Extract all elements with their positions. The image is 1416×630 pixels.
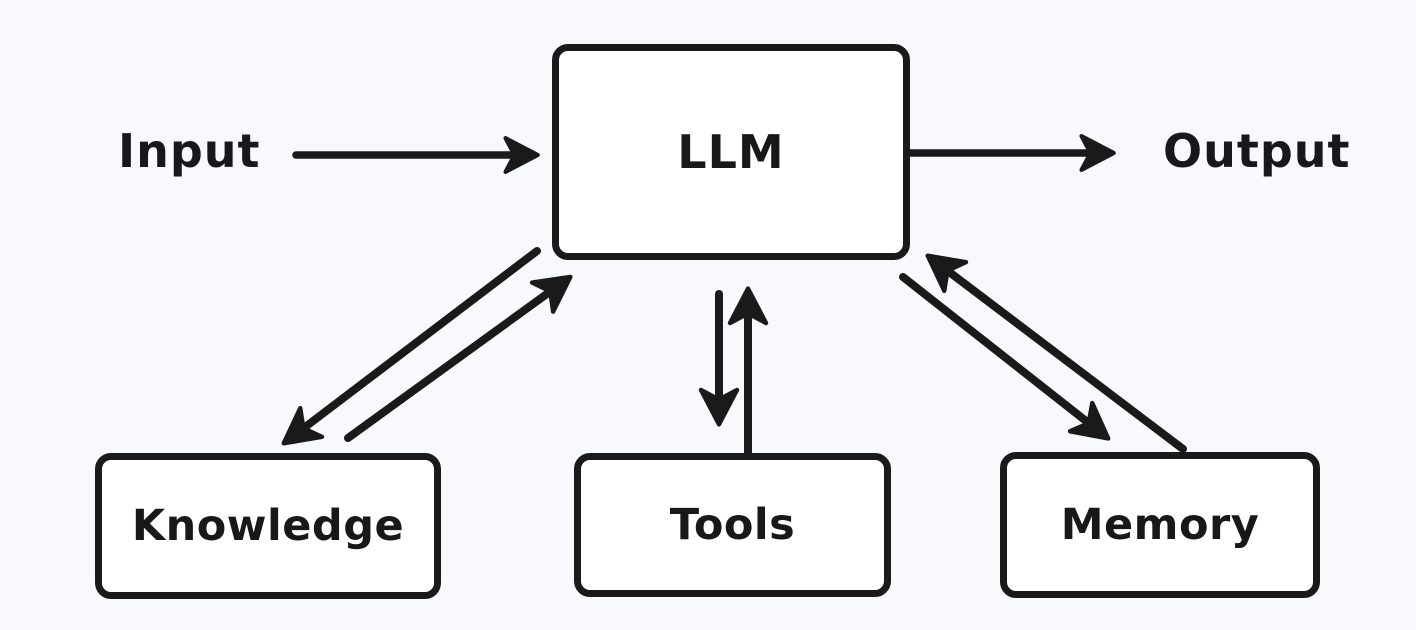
edge-memory-to-llm [925, 253, 1187, 453]
node-memory-label: Memory [1060, 500, 1260, 550]
edge-llm-to-memory [899, 273, 1111, 441]
node-knowledge-label: Knowledge [131, 501, 405, 551]
node-memory[interactable]: Memory [1000, 452, 1320, 598]
input-label: Input [118, 124, 261, 178]
edge-llm-to-knowledge [281, 247, 541, 446]
node-knowledge[interactable]: Knowledge [95, 453, 441, 599]
node-llm[interactable]: LLM [552, 44, 910, 260]
node-tools[interactable]: Tools [574, 453, 891, 597]
output-label: Output [1163, 124, 1351, 178]
node-tools-label: Tools [669, 500, 796, 550]
node-llm-label: LLM [677, 125, 785, 179]
edge-knowledge-to-llm [344, 274, 573, 442]
